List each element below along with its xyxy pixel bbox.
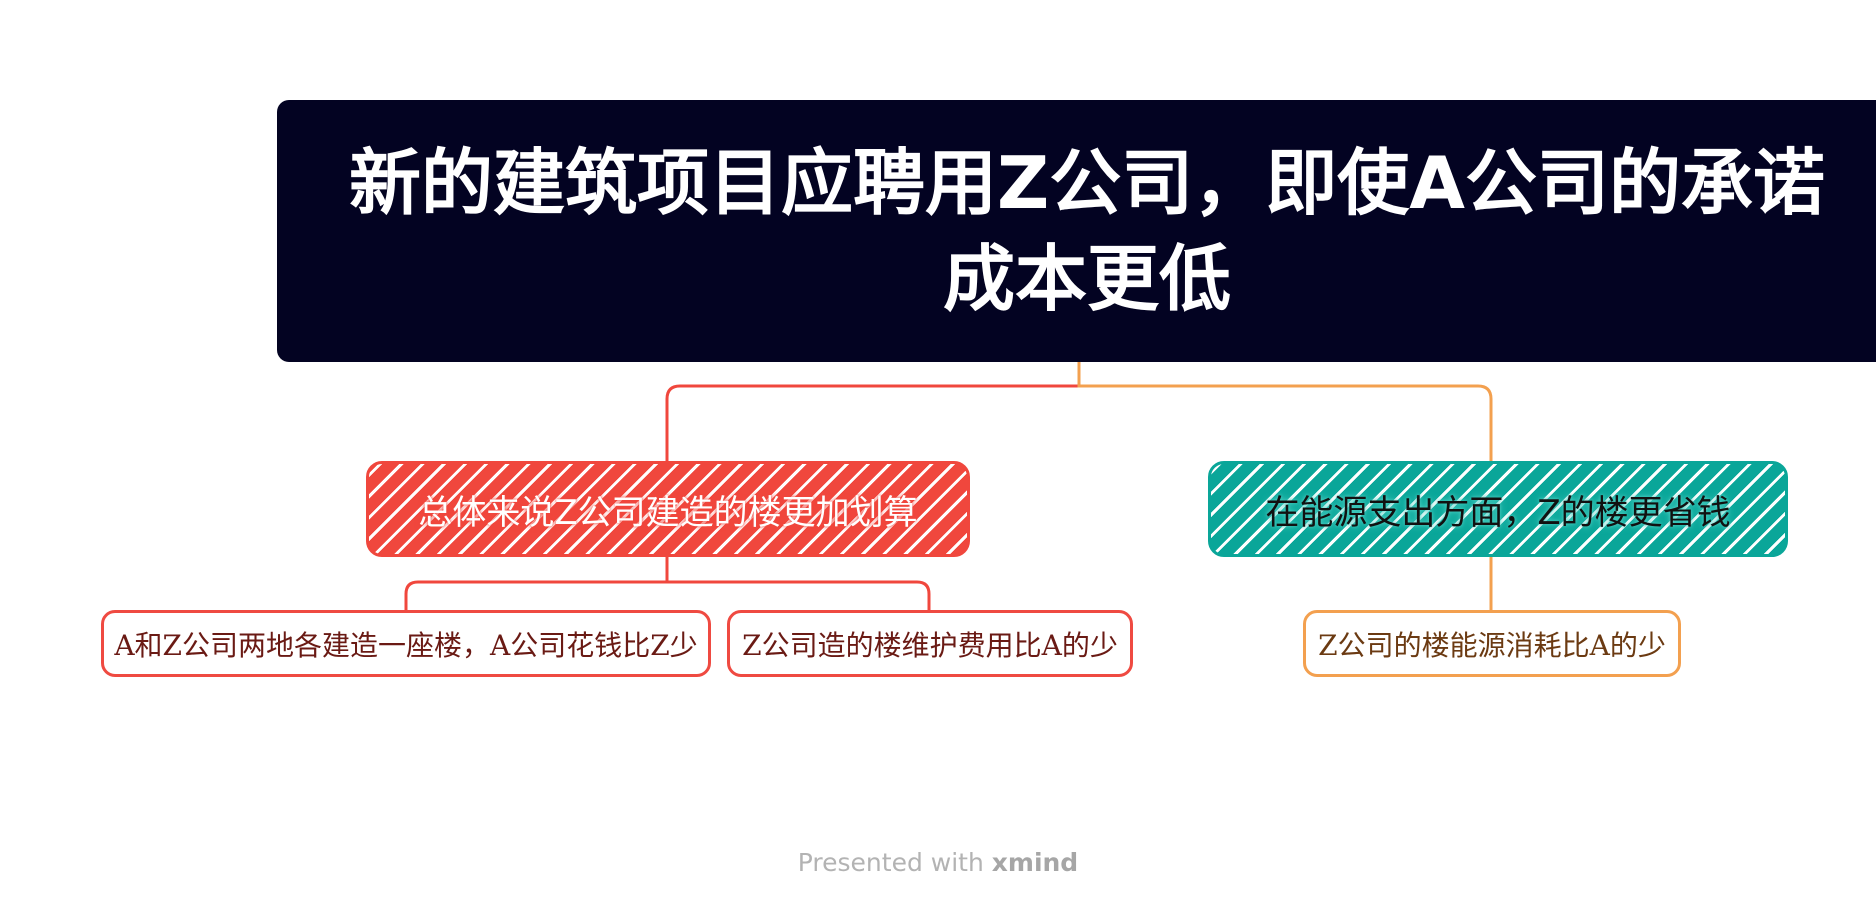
subtopic-left-2-label: Z公司造的楼维护费用比A的少 xyxy=(742,628,1118,662)
subtopic-left-1[interactable]: A和Z公司两地各建造一座楼，A公司花钱比Z少 xyxy=(101,610,711,677)
root-topic-label: 新的建筑项目应聘用Z公司，即使A公司的承诺成本更低 xyxy=(349,141,1825,321)
root-topic[interactable]: 新的建筑项目应聘用Z公司，即使A公司的承诺成本更低 xyxy=(277,100,1876,362)
subtopic-right-1[interactable]: Z公司的楼能源消耗比A的少 xyxy=(1303,610,1681,677)
branch-topic-right[interactable]: 在能源支出方面，Z的楼更省钱 xyxy=(1208,461,1788,557)
presented-with-footer[interactable]: Presented with xmind xyxy=(0,848,1876,877)
branch-topic-right-label: 在能源支出方面，Z的楼更省钱 xyxy=(1265,492,1731,533)
subtopic-right-1-label: Z公司的楼能源消耗比A的少 xyxy=(1318,628,1666,662)
subtopic-left-2[interactable]: Z公司造的楼维护费用比A的少 xyxy=(727,610,1133,677)
branch-topic-left-label: 总体来说Z公司建造的楼更加划算 xyxy=(418,492,918,533)
footer-prefix: Presented with xyxy=(797,848,984,877)
connector-branch-left-to-leaf-1 xyxy=(404,557,669,610)
connector-branch-left-to-leaf-2 xyxy=(665,557,931,610)
subtopic-left-1-label: A和Z公司两地各建造一座楼，A公司花钱比Z少 xyxy=(114,628,698,662)
xmind-logo-text: xmind xyxy=(991,848,1079,877)
branch-topic-left[interactable]: 总体来说Z公司建造的楼更加划算 xyxy=(366,461,970,557)
connector-root-to-branch-left xyxy=(665,362,1081,461)
connector-root-to-branch-right xyxy=(1077,362,1493,461)
